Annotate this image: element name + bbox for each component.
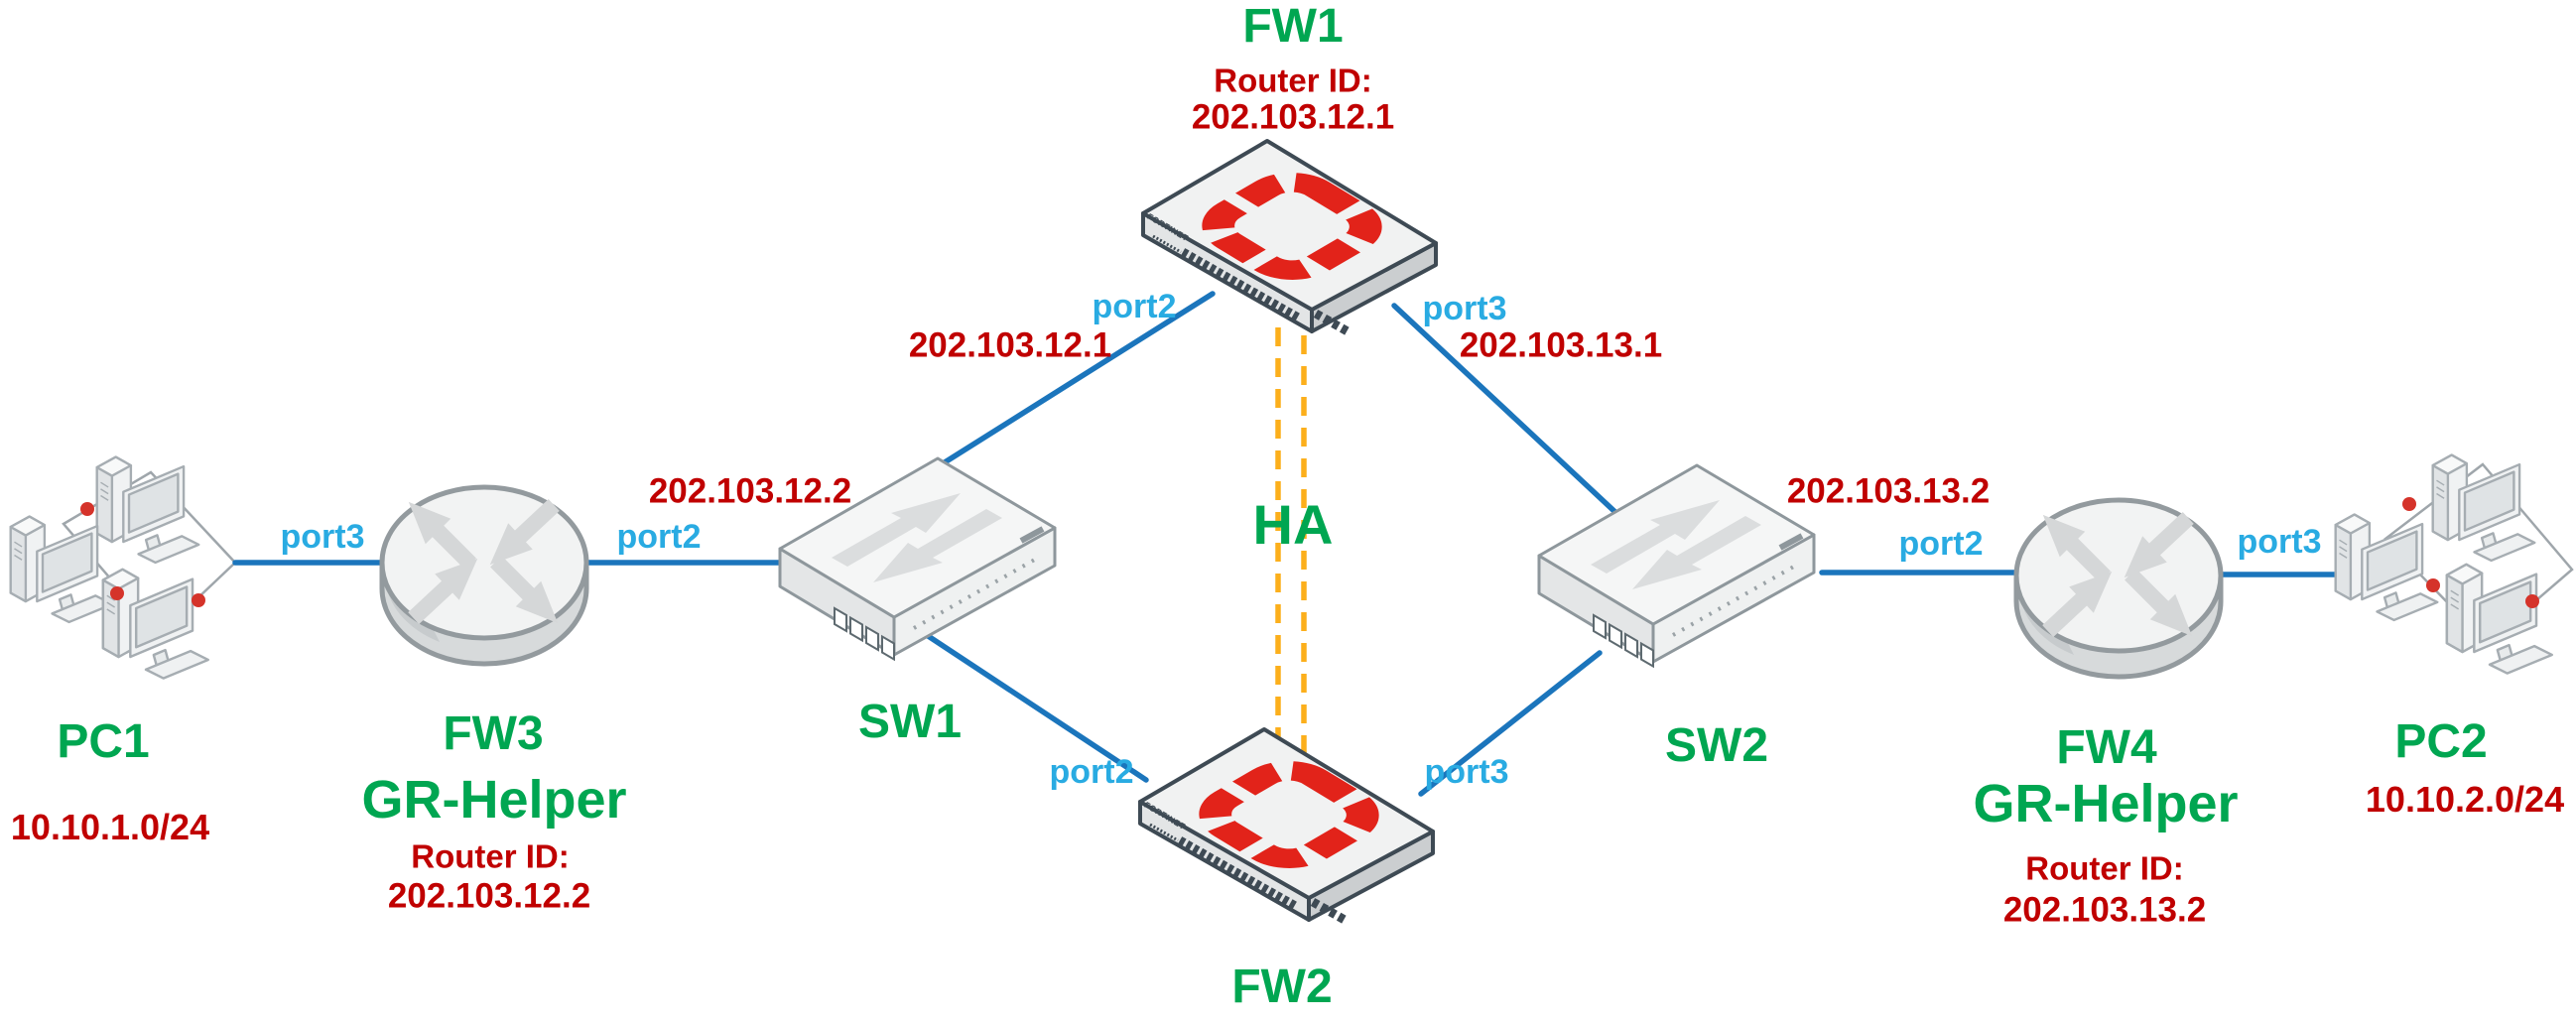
fw3-router-id-title: Router ID: bbox=[411, 837, 570, 875]
link-sw1-fw1 bbox=[942, 291, 1216, 465]
sw2-name-label: SW2 bbox=[1664, 719, 1769, 772]
link-fw1-sw2 bbox=[1391, 303, 1622, 519]
pc2-cluster bbox=[2334, 453, 2553, 675]
fw1-router-id-value: 202.103.12.1 bbox=[1191, 97, 1395, 137]
sw1-name-label: SW1 bbox=[857, 696, 963, 748]
fw1-router-id-title: Router ID: bbox=[1214, 62, 1372, 99]
fw3-router-device bbox=[382, 487, 586, 664]
fw4-port3-label: port3 bbox=[2237, 523, 2322, 561]
fw1-port2-label: port2 bbox=[1092, 288, 1177, 325]
ha-label: HA bbox=[1252, 493, 1334, 556]
fw1-port3-label: port3 bbox=[1422, 290, 1507, 327]
sw2-fw4-ip: 202.103.13.2 bbox=[1786, 471, 1991, 511]
lan-node-dot bbox=[110, 586, 124, 600]
pc1-cluster bbox=[9, 455, 209, 680]
fw1-name-label: FW1 bbox=[1242, 0, 1344, 53]
fw3-role-label: GR-Helper bbox=[361, 770, 627, 830]
fw1-port3-ip: 202.103.13.1 bbox=[1459, 325, 1663, 365]
fw1-port2-ip: 202.103.12.1 bbox=[908, 325, 1112, 365]
lan-node-dot bbox=[2525, 594, 2539, 608]
fw2-name-label: FW2 bbox=[1231, 960, 1333, 1013]
fw2-port2-label: port2 bbox=[1049, 753, 1134, 791]
fw4-router-id-value: 202.103.13.2 bbox=[2002, 890, 2207, 930]
fw4-router-device bbox=[2016, 500, 2221, 677]
fw3-router-id-value: 202.103.12.2 bbox=[387, 876, 591, 916]
fw2-port3-label: port3 bbox=[1424, 753, 1509, 791]
lan-node-dot bbox=[2402, 497, 2416, 511]
link-fw2-sw2 bbox=[1418, 650, 1603, 797]
lan-node-dot bbox=[80, 502, 94, 516]
fw4-router-id-title: Router ID: bbox=[2025, 849, 2184, 887]
lan-node-dot bbox=[192, 593, 205, 607]
fw4-port2-label: port2 bbox=[1898, 525, 1984, 563]
pc2-name-label: PC2 bbox=[2394, 715, 2488, 768]
pc1-subnet-label: 10.10.1.0/24 bbox=[10, 807, 210, 847]
fw3-port3-label: port3 bbox=[280, 518, 365, 556]
lan-node-dot bbox=[2426, 578, 2440, 592]
pc2-subnet-label: 10.10.2.0/24 bbox=[2365, 779, 2565, 820]
pc1-name-label: PC1 bbox=[57, 715, 150, 768]
fw3-name-label: FW3 bbox=[443, 707, 544, 760]
fw4-role-label: GR-Helper bbox=[1973, 774, 2239, 833]
link-sw1-fw2 bbox=[895, 613, 1149, 783]
fw4-name-label: FW4 bbox=[2056, 721, 2157, 774]
sw2-switch-device bbox=[1539, 465, 1814, 667]
fw3-port2-label: port2 bbox=[616, 518, 702, 556]
sw1-fw3-ip: 202.103.12.2 bbox=[648, 471, 852, 511]
